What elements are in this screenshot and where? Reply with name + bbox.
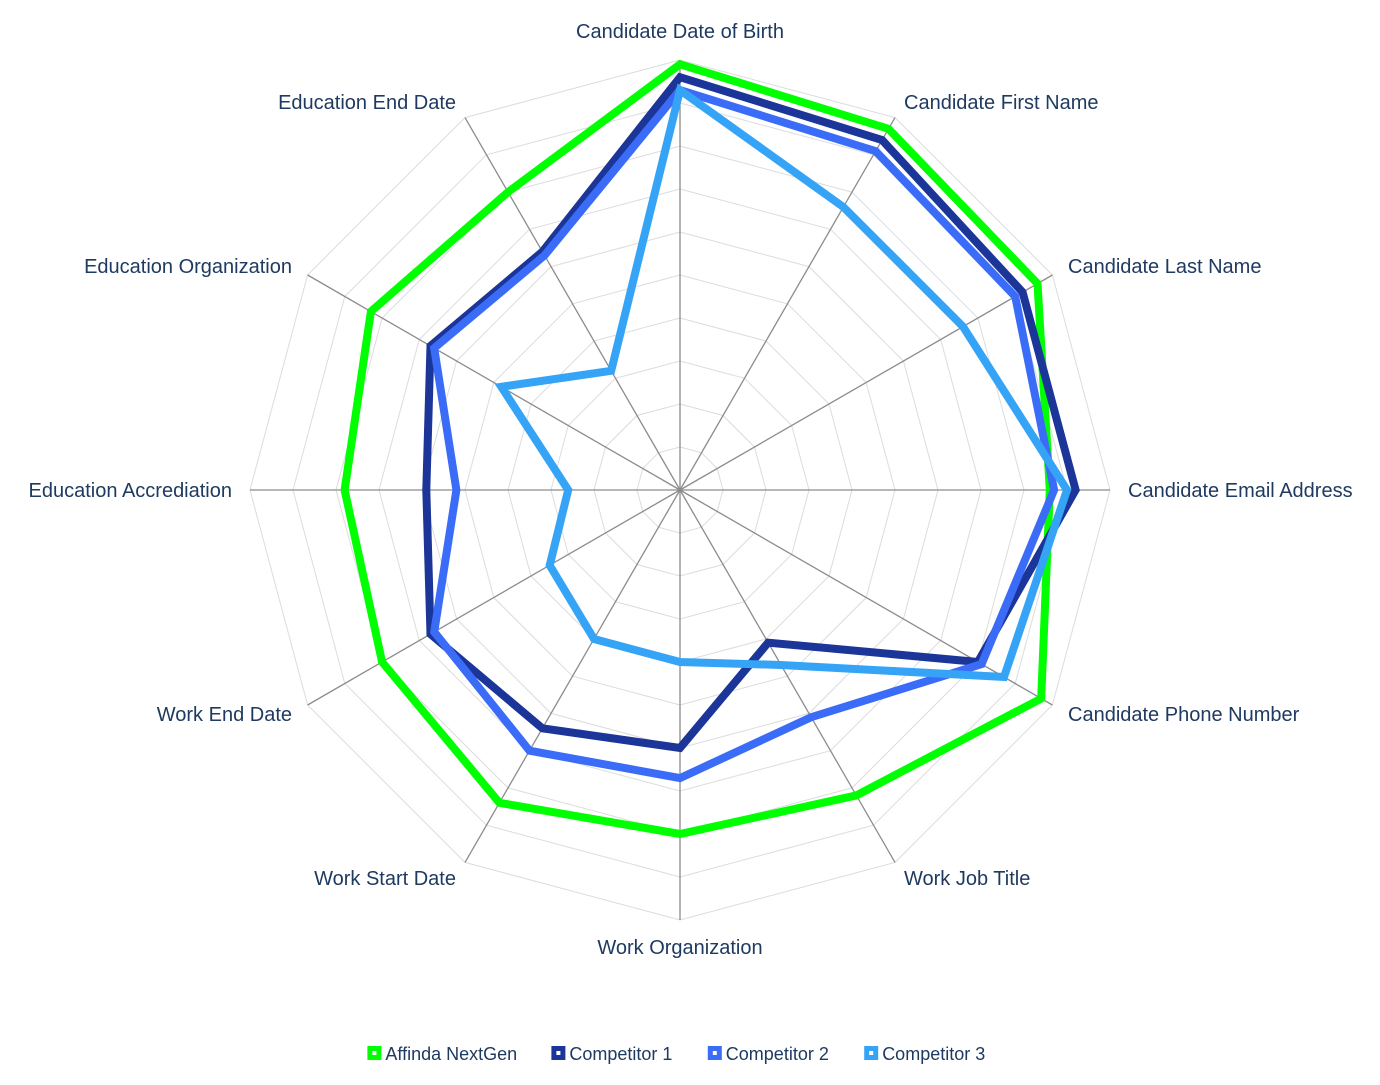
legend-item-2: Competitor 1 (551, 1044, 672, 1064)
legend-label: Competitor 2 (726, 1044, 829, 1064)
legend: Affinda NextGen Competitor 1 Competitor 2 C… (367, 1044, 985, 1064)
legend-item-4: Competitor 3 (864, 1044, 985, 1064)
series-line-4 (494, 83, 1072, 682)
axis-label: Education Accrediation (29, 480, 232, 502)
axis-label: Education Organization (84, 256, 292, 278)
legend-label: Affinda NextGen (385, 1044, 517, 1064)
series-line-2 (422, 72, 1080, 753)
radar-series (340, 59, 1080, 839)
legend-swatch-center (712, 1051, 717, 1055)
axis-label: Work Organization (597, 937, 762, 959)
axis-spoke (679, 489, 896, 863)
axis-label: Candidate Last Name (1068, 256, 1261, 278)
axis-spoke (679, 489, 1053, 706)
legend-swatch-center (869, 1051, 874, 1055)
axis-label: Candidate First Name (904, 92, 1099, 114)
legend-label: Competitor 3 (882, 1044, 985, 1064)
series-line-3 (429, 85, 1059, 783)
legend-item-3: Competitor 2 (707, 1044, 829, 1064)
legend-swatch-center (556, 1051, 561, 1055)
axis-label: Work End Date (157, 704, 292, 726)
axis-label: Candidate Email Address (1128, 480, 1353, 502)
axis-label: Education End Date (278, 92, 456, 114)
series-line-1 (340, 59, 1054, 839)
axis-label: Candidate Date of Birth (576, 21, 784, 43)
axis-spoke (679, 274, 1053, 491)
axis-spoke (679, 117, 896, 491)
legend-item-1: Affinda NextGen (367, 1044, 517, 1064)
radar-axes (250, 60, 1110, 920)
legend-swatch-center (372, 1051, 377, 1055)
axis-spoke (464, 489, 681, 863)
axis-label: Work Start Date (314, 868, 456, 890)
axis-spoke (307, 489, 681, 706)
axis-spoke (464, 117, 681, 491)
axis-label: Work Job Title (904, 868, 1030, 890)
legend-label: Competitor 1 (569, 1044, 672, 1064)
axis-label: Candidate Phone Number (1068, 704, 1300, 726)
